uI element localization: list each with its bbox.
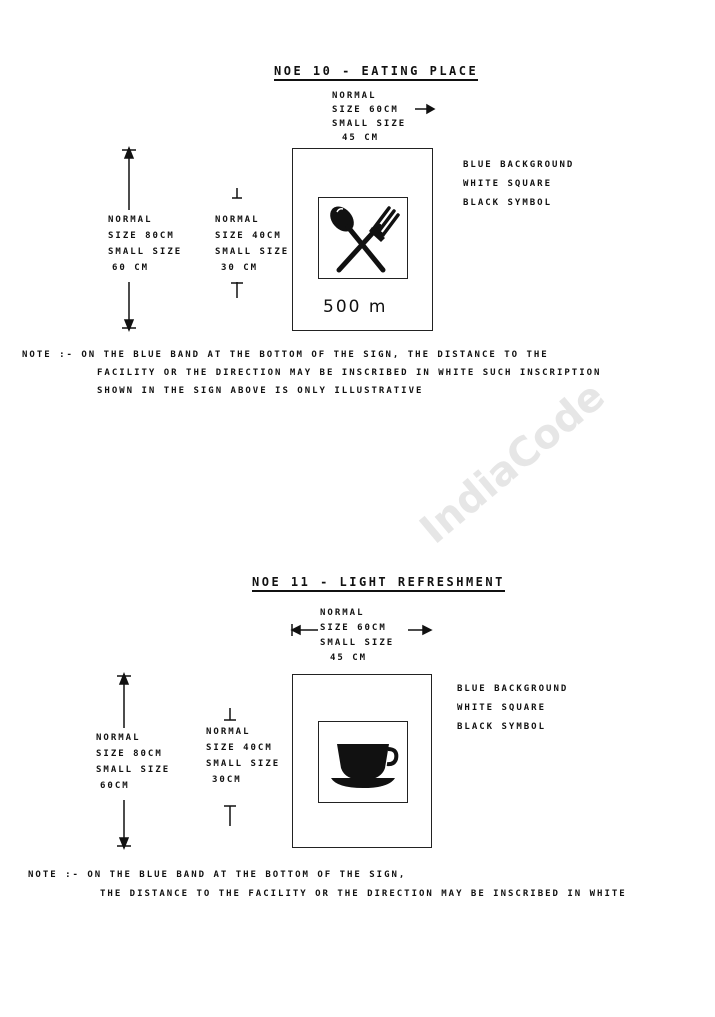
sign2-title: NOE 11 - LIGHT REFRESHMENT bbox=[252, 575, 505, 592]
sign2-board bbox=[292, 674, 432, 848]
sign2-width-label: NORMAL SIZE 60CM SMALL SIZE 45 CM bbox=[320, 608, 395, 663]
sign1-white-square bbox=[318, 197, 408, 279]
sign1-legend: BLUE BACKGROUND WHITE SQUARE BLACK SYMBO… bbox=[463, 160, 575, 208]
sign1-board: 500 m bbox=[292, 148, 433, 331]
sign2-note: NOTE :- ON THE BLUE BAND AT THE BOTTOM O… bbox=[28, 870, 627, 899]
sign1-inner-label: NORMAL SIZE 40CM SMALL SIZE 30 CM bbox=[215, 215, 290, 273]
sign1-note: NOTE :- ON THE BLUE BAND AT THE BOTTOM O… bbox=[22, 350, 602, 396]
sign1-distance: 500 m bbox=[323, 297, 388, 317]
sign1-height-label: NORMAL SIZE 80CM SMALL SIZE 60 CM bbox=[108, 215, 183, 273]
fork-and-spoon-icon bbox=[330, 206, 400, 273]
sign2-white-square bbox=[318, 721, 408, 803]
cup-and-saucer-icon bbox=[331, 744, 399, 788]
sign2-height-label: NORMAL SIZE 80CM SMALL SIZE 60CM bbox=[96, 733, 171, 791]
sign1-width-label: NORMAL SIZE 60CM SMALL SIZE 45 CM bbox=[332, 91, 407, 143]
sign1-title: NOE 10 - EATING PLACE bbox=[274, 64, 479, 81]
sign2-inner-label: NORMAL SIZE 40CM SMALL SIZE 30CM bbox=[206, 727, 281, 785]
sign2-legend: BLUE BACKGROUND WHITE SQUARE BLACK SYMBO… bbox=[457, 684, 569, 732]
